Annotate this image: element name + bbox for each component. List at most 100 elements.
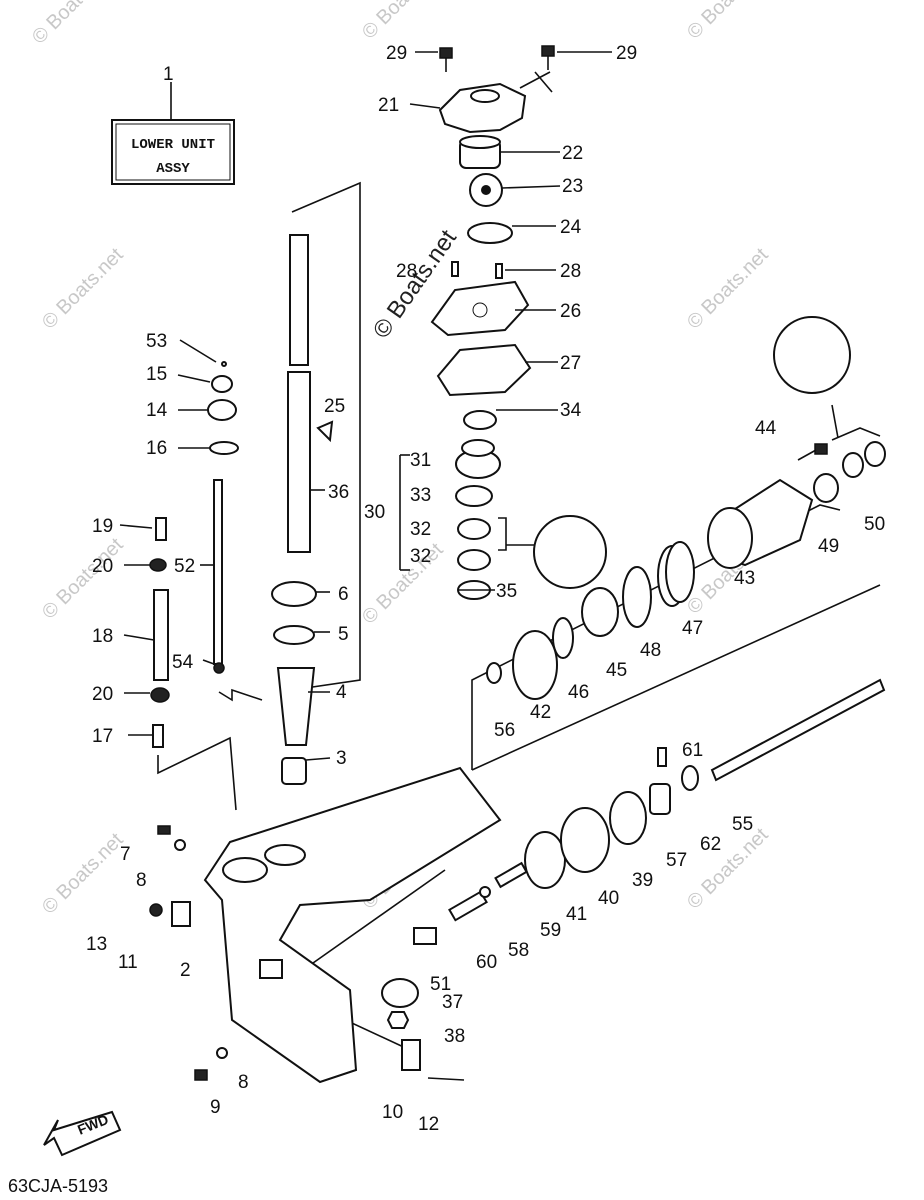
shim — [486, 662, 502, 684]
callout-39: 39 — [632, 870, 653, 891]
callout-21: 21 — [378, 95, 399, 116]
callout-40: 40 — [598, 888, 619, 909]
watermark: © Boats.net — [38, 534, 128, 624]
callout-51: 51 — [430, 974, 451, 995]
callout-9: 9 — [210, 1097, 221, 1118]
callout-30: 30 — [364, 502, 385, 523]
watermark: © Boats.net — [683, 244, 773, 334]
part-shapes: FWD 63CJA-5193 — [8, 45, 886, 1196]
callout-44: 44 — [755, 418, 777, 439]
gasket — [467, 222, 513, 244]
oil-seal — [552, 617, 574, 659]
callout-45: 45 — [606, 660, 627, 681]
callout-46: 46 — [568, 682, 589, 703]
watermark: © Boats.net — [38, 244, 128, 334]
bolt — [157, 825, 171, 835]
needle-bearing — [281, 757, 307, 785]
callout-34: 34 — [560, 400, 582, 421]
dowel-pin — [451, 261, 459, 277]
callout-15: 15 — [146, 364, 167, 385]
bolt — [541, 45, 555, 57]
callout-57: 57 — [666, 850, 687, 871]
washer — [174, 839, 186, 851]
callout-54: 54 — [172, 652, 194, 673]
callout-24: 24 — [560, 217, 582, 238]
oil-seal — [842, 452, 864, 478]
watermark: © Boats.net — [358, 539, 448, 629]
drive-shaft — [289, 234, 309, 366]
callout-55: 55 — [732, 814, 753, 835]
ring — [681, 765, 699, 791]
diagram-code: 63CJA-5193 — [8, 1176, 108, 1196]
lubricant-symbol — [533, 515, 607, 589]
callout-26: 26 — [560, 301, 581, 322]
washer — [216, 1047, 228, 1059]
callout-32b: 32 — [410, 546, 431, 567]
bolt — [439, 47, 453, 59]
watermark: © Boats.net — [683, 0, 773, 44]
key — [316, 420, 334, 443]
callout-31: 31 — [410, 450, 431, 471]
callout-7: 7 — [120, 844, 131, 865]
callout-29a: 29 — [386, 43, 407, 64]
callout-13: 13 — [86, 934, 107, 955]
o-ring — [455, 485, 493, 507]
callout-18: 18 — [92, 626, 113, 647]
assembly-label-line1: LOWER UNIT — [131, 137, 215, 153]
boot — [207, 399, 237, 421]
pipe — [153, 589, 169, 681]
callout-58: 58 — [508, 940, 529, 961]
callout-3: 3 — [336, 748, 347, 769]
oil-seal — [457, 549, 491, 571]
o-ring — [622, 566, 652, 628]
callout-48: 48 — [640, 640, 661, 661]
callout-5: 5 — [338, 624, 349, 645]
needle-bearing — [813, 473, 839, 503]
nut — [213, 662, 225, 674]
callout-42: 42 — [530, 702, 551, 723]
callout-41: 41 — [566, 904, 587, 925]
bolt — [194, 1069, 208, 1081]
tapered-roller-bearing — [271, 581, 317, 607]
callout-leaders — [119, 51, 612, 761]
circlip — [221, 361, 227, 367]
callout-35: 35 — [496, 581, 517, 602]
dowel-pin — [495, 263, 503, 279]
callout-37: 37 — [442, 992, 463, 1013]
anode — [171, 901, 191, 927]
propeller-shaft — [710, 678, 886, 782]
shim — [273, 625, 315, 645]
callout-56: 56 — [494, 720, 515, 741]
callout-numbers: 1 2 3 4 5 6 7 8 8 9 10 11 12 13 14 15 16… — [86, 43, 885, 1135]
water-pump-housing — [438, 82, 527, 134]
callout-61: 61 — [682, 740, 703, 761]
pin — [657, 747, 667, 767]
bolt — [814, 443, 828, 455]
watermark: © Boats.net — [358, 0, 448, 44]
pinion — [381, 978, 419, 1008]
callout-53: 53 — [146, 331, 167, 352]
plate-gasket — [436, 343, 532, 397]
stud-bolt — [155, 517, 167, 541]
tapered-roller-bearing — [560, 807, 610, 873]
callout-32a: 32 — [410, 519, 431, 540]
watermark: © Boats.net — [38, 829, 128, 919]
callout-47: 47 — [682, 618, 703, 639]
watermark: © Boats.net — [28, 0, 118, 49]
shim — [524, 831, 566, 889]
callout-4: 4 — [336, 682, 347, 703]
callout-20a: 20 — [92, 556, 113, 577]
callout-22: 22 — [562, 143, 583, 164]
callout-11: 11 — [118, 952, 138, 973]
trim-plate — [259, 959, 283, 979]
callout-29b: 29 — [616, 43, 637, 64]
ball — [479, 886, 491, 898]
shift-rod — [213, 479, 223, 665]
dog-clutch — [649, 783, 671, 815]
oil-seal — [457, 518, 491, 540]
nut — [386, 1011, 410, 1029]
callout-23: 23 — [562, 176, 583, 197]
lubricant-symbol — [773, 316, 851, 394]
stud-bolt — [152, 724, 164, 748]
